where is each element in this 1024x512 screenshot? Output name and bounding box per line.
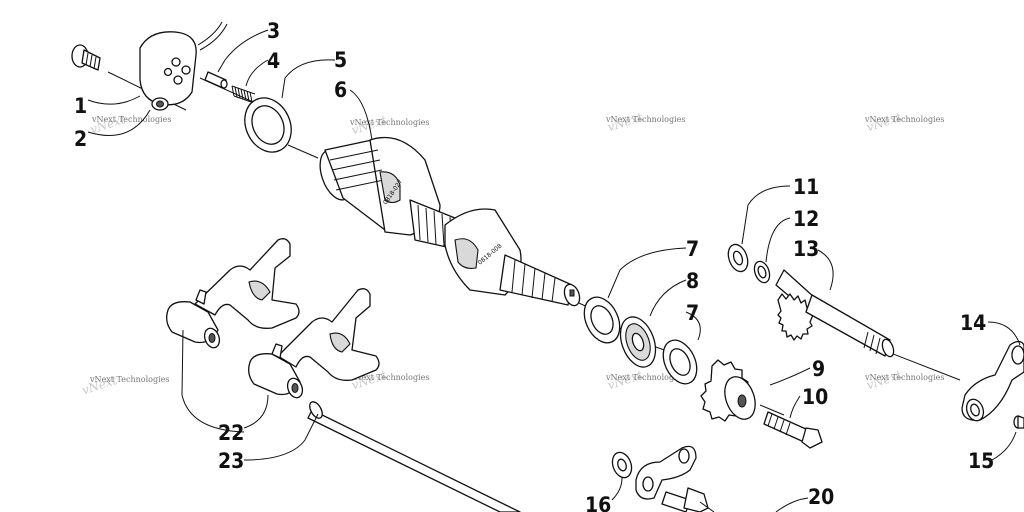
shift-lever-part-14 <box>961 340 1024 422</box>
callout-14: 14 <box>960 311 986 335</box>
callout-22: 22 <box>218 421 244 445</box>
callout-3: 3 <box>267 19 280 43</box>
svg-text:vNext Technologies: vNext Technologies <box>349 118 429 127</box>
callout-12: 12 <box>793 207 819 231</box>
shift-rod-part-23 <box>307 401 521 512</box>
shift-fork-lower <box>248 288 380 399</box>
washer-part-5 <box>244 97 292 153</box>
callout-labels: 1 2 3 4 5 6 7 8 7 9 10 11 12 13 14 15 16… <box>74 19 994 512</box>
washer-part-7-upper <box>583 296 621 344</box>
callout-4: 4 <box>267 49 280 73</box>
callout-10: 10 <box>802 385 828 409</box>
bearing-part-8 <box>619 316 657 368</box>
callout-7b: 7 <box>686 301 699 325</box>
svg-text:vNext Technologies: vNext Technologies <box>864 373 944 382</box>
watermark-2: vNext vNext Technologies <box>349 113 429 137</box>
svg-text:vNext Technologies: vNext Technologies <box>91 115 171 124</box>
svg-text:vNext Technologies: vNext Technologies <box>605 373 685 382</box>
washer-part-11 <box>727 243 749 273</box>
bolt-part-1 <box>71 44 101 71</box>
watermark-4: vNext vNext Technologies <box>864 110 944 134</box>
callout-15: 15 <box>968 449 994 473</box>
washer-part-7-lower <box>662 339 698 385</box>
assembly-axis-lines <box>107 71 961 416</box>
svg-text:vNext Technologies: vNext Technologies <box>864 115 944 124</box>
neutral-switch <box>139 21 228 111</box>
svg-text:vNext Technologies: vNext Technologies <box>89 375 169 384</box>
washer-part-16 <box>611 451 633 479</box>
bolt-part-10 <box>763 411 823 449</box>
watermark-1: vNext vNext Technologies <box>88 112 171 136</box>
pin-part-3 <box>204 71 228 89</box>
callout-6: 6 <box>334 78 347 102</box>
star-gear-part-9 <box>700 359 756 422</box>
callout-5: 5 <box>334 48 347 72</box>
watermark-3: vNext vNext Technologies <box>605 110 685 134</box>
shift-shaft-part-13 <box>775 269 895 358</box>
svg-text:vNext Technologies: vNext Technologies <box>605 115 685 124</box>
bolt-part-15 <box>1013 415 1024 429</box>
callout-13: 13 <box>793 237 819 261</box>
callout-9: 9 <box>812 357 825 381</box>
stud-part-20 <box>661 487 715 512</box>
link-plate <box>635 445 697 500</box>
callout-11: 11 <box>793 175 819 199</box>
callout-20: 20 <box>808 485 834 509</box>
callout-23: 23 <box>218 449 244 473</box>
shift-drum-part-6: 0818-027 0818-008 <box>319 136 581 307</box>
callout-8: 8 <box>686 269 699 293</box>
callout-1: 1 <box>74 94 87 118</box>
watermark-8: vNext vNext Technologies <box>864 368 944 392</box>
svg-text:vNext Technologies: vNext Technologies <box>349 373 429 382</box>
ring-part-12 <box>753 260 771 284</box>
shift-fork-upper <box>166 238 300 349</box>
leader-lines <box>87 29 1021 512</box>
callout-16: 16 <box>585 493 611 512</box>
callout-2: 2 <box>74 127 87 151</box>
callout-7a: 7 <box>686 237 699 261</box>
watermark-5: vNext vNext Technologies <box>80 373 169 397</box>
